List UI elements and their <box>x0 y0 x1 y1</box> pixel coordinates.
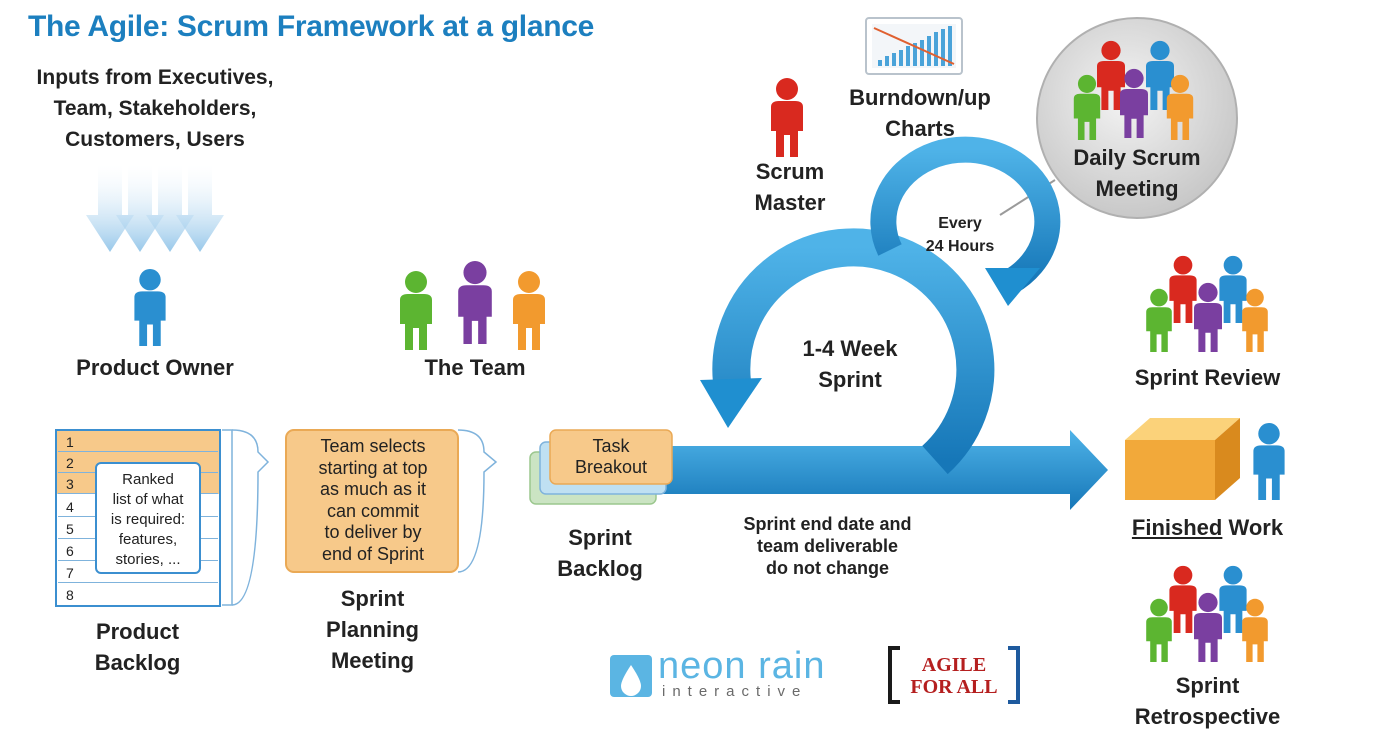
sprint-review-group-icon <box>1146 255 1268 352</box>
sprint-planning-note <box>285 429 459 573</box>
planning-bracket <box>457 429 498 573</box>
product-backlog-label: Product Backlog <box>94 619 181 675</box>
daily-scrum-bubble <box>999 17 1238 219</box>
page-title: The Agile: Scrum Framework at a glance <box>28 10 594 43</box>
sprint-duration-label: 1-4 Week Sprint <box>802 336 898 392</box>
input-arrows <box>86 165 224 252</box>
neon-rain-logo-subtext: interactive <box>662 683 808 700</box>
daily-scrum-label: Daily Scrum Meeting <box>1073 145 1201 201</box>
sprint-cycle-arrowhead <box>700 378 762 428</box>
burndown-label: Burndown/up Charts <box>849 85 991 141</box>
sprint-review-label: Sprint Review <box>1134 365 1281 390</box>
burndown-chart-icon <box>865 17 963 75</box>
sprint-retro-group-icon <box>1146 565 1268 662</box>
sprint-flow-arrow <box>610 430 1108 510</box>
sprint-planning-note-text: Team selects starting at top as much as … <box>318 436 428 564</box>
inputs-label: Inputs from Executives, Team, Stakeholde… <box>36 66 274 151</box>
sprint-backlog-cards <box>529 429 673 505</box>
sprint-cycle-arrow <box>712 228 995 475</box>
sprint-constraint-label: Sprint end date and team deliverable do … <box>743 514 912 578</box>
backlog-note: Ranked list of what is required: feature… <box>95 462 201 574</box>
neon-rain-logo-text: neon rain <box>658 645 826 687</box>
sprint-planning-label: Sprint Planning Meeting <box>326 586 419 673</box>
scrum-master-label: Scrum Master <box>754 159 826 215</box>
scrum-master-icon <box>771 78 803 157</box>
finished-work-person-icon <box>1253 422 1285 500</box>
finished-work-label: Finished Work <box>1131 515 1284 540</box>
product-owner-icon <box>134 268 166 346</box>
finished-work-box <box>1125 418 1240 500</box>
product-owner-label: Product Owner <box>76 355 234 380</box>
team-icon <box>400 261 545 350</box>
every-24-hours-label: Every 24 Hours <box>925 215 995 255</box>
the-team-label: The Team <box>424 355 526 380</box>
sprint-retrospective-label: Sprint Retrospective <box>1134 673 1281 729</box>
agile-for-all-logo <box>888 646 1020 704</box>
agile-for-all-text: AGILE FOR ALL <box>910 654 998 698</box>
daily-cycle-arrowhead <box>985 268 1040 306</box>
task-breakout-card: Task Breakout <box>574 436 648 477</box>
sprint-backlog-label: Sprint Backlog <box>557 525 643 581</box>
backlog-row: 8 <box>66 587 74 603</box>
neon-rain-logo-icon <box>610 655 652 697</box>
backlog-row: 1 <box>58 432 218 452</box>
backlog-row: 7 <box>58 563 218 583</box>
daily-cycle-arrow <box>870 136 1061 294</box>
